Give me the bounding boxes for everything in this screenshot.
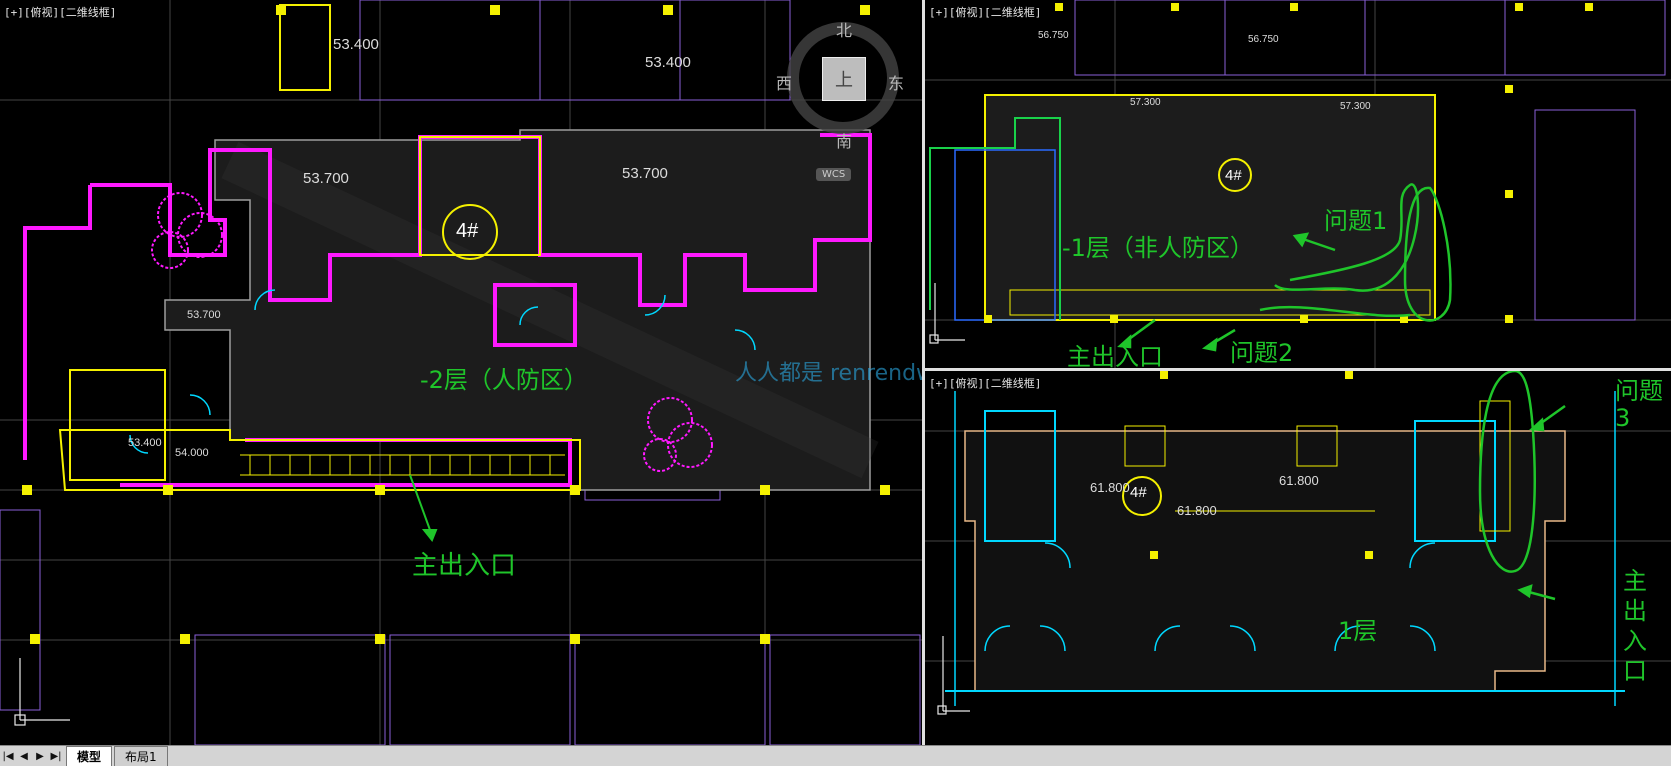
prev-tab-icon[interactable]: ◀: [20, 750, 28, 762]
building-tag: 4#: [1225, 167, 1242, 184]
main-entrance-char: 出: [1623, 597, 1647, 625]
building-tag: 4#: [1130, 484, 1147, 501]
viewport-top-right[interactable]: [+][俯视][二维线框]: [925, 0, 1671, 368]
elevation-label: 54.000: [175, 447, 209, 459]
main-entrance-label-left: 主出入口: [412, 551, 517, 581]
elevation-label: 53.700: [303, 170, 349, 187]
viewport-bottom-right-label[interactable]: [+][俯视][二维线框]: [929, 377, 1042, 390]
viewcube[interactable]: 北 西 东 南 上 WCS: [776, 20, 910, 181]
viewcube-west[interactable]: 西: [776, 74, 793, 93]
viewport-divider-vertical[interactable]: [922, 0, 925, 745]
left-drawing: [0, 0, 922, 745]
elevation-label: 53.700: [622, 165, 668, 182]
floor-label-b2: -2层（人防区）: [420, 366, 588, 394]
viewport-left[interactable]: [+][俯视][二维线框]: [0, 0, 922, 745]
viewcube-north[interactable]: 北: [836, 21, 853, 40]
bottom-right-drawing: [925, 371, 1671, 715]
main-entrance-char: 入: [1623, 627, 1647, 655]
last-tab-icon[interactable]: ▶|: [50, 750, 62, 762]
viewcube-top-face[interactable]: 上: [822, 57, 866, 101]
layout-tab-bar: |◀ ◀ ▶ ▶| 模型 布局1: [0, 745, 1671, 766]
elevation-label: 57.300: [1340, 101, 1371, 112]
viewport-left-label[interactable]: [+][俯视][二维线框]: [4, 6, 117, 19]
elevation-label: 61.800: [1177, 503, 1217, 518]
elevation-label: 57.300: [1130, 97, 1161, 108]
viewport-top-right-label[interactable]: [+][俯视][二维线框]: [929, 6, 1042, 19]
elevation-label: 53.400: [333, 36, 379, 53]
elevation-label: 56.750: [1248, 34, 1279, 45]
top-right-drawing: [925, 0, 1671, 368]
viewcube-south[interactable]: 南: [836, 132, 853, 151]
wcs-menu[interactable]: WCS: [816, 168, 852, 181]
first-tab-icon[interactable]: |◀: [2, 750, 14, 762]
elevation-label: 53.400: [645, 54, 691, 71]
watermark: 人人都是 renrendwe.com: [735, 361, 922, 386]
issue-2-label: 问题2: [1230, 339, 1294, 367]
viewport-divider-horizontal[interactable]: [925, 368, 1671, 371]
viewcube-ring: [787, 22, 899, 134]
tab-layout1[interactable]: 布局1: [114, 746, 168, 766]
issue-3-number: 3: [1615, 404, 1631, 432]
floor-label-b1: -1层（非人防区）: [1062, 234, 1254, 262]
viewcube-east[interactable]: 东: [888, 74, 905, 93]
building-tag: 4#: [456, 220, 479, 242]
viewport-bottom-right[interactable]: [+][俯视][二维线框]: [925, 371, 1671, 745]
elevation-label: 53.400: [128, 437, 162, 449]
tab-model[interactable]: 模型: [66, 746, 113, 766]
main-entrance-char: 主: [1623, 567, 1647, 595]
issue-1-label: 问题1: [1324, 207, 1388, 235]
elevation-label: 61.800: [1090, 480, 1130, 495]
main-entrance-char: 口: [1623, 657, 1647, 685]
floor-label-1f: 1层: [1338, 617, 1378, 645]
elevation-label: 61.800: [1279, 473, 1319, 488]
elevation-label: 56.750: [1038, 30, 1069, 41]
next-tab-icon[interactable]: ▶: [36, 750, 44, 762]
elevation-label: 53.700: [187, 309, 221, 321]
issue-3-label: 问题: [1615, 377, 1663, 405]
main-entrance-label-b1: 主出入口: [1067, 343, 1163, 368]
